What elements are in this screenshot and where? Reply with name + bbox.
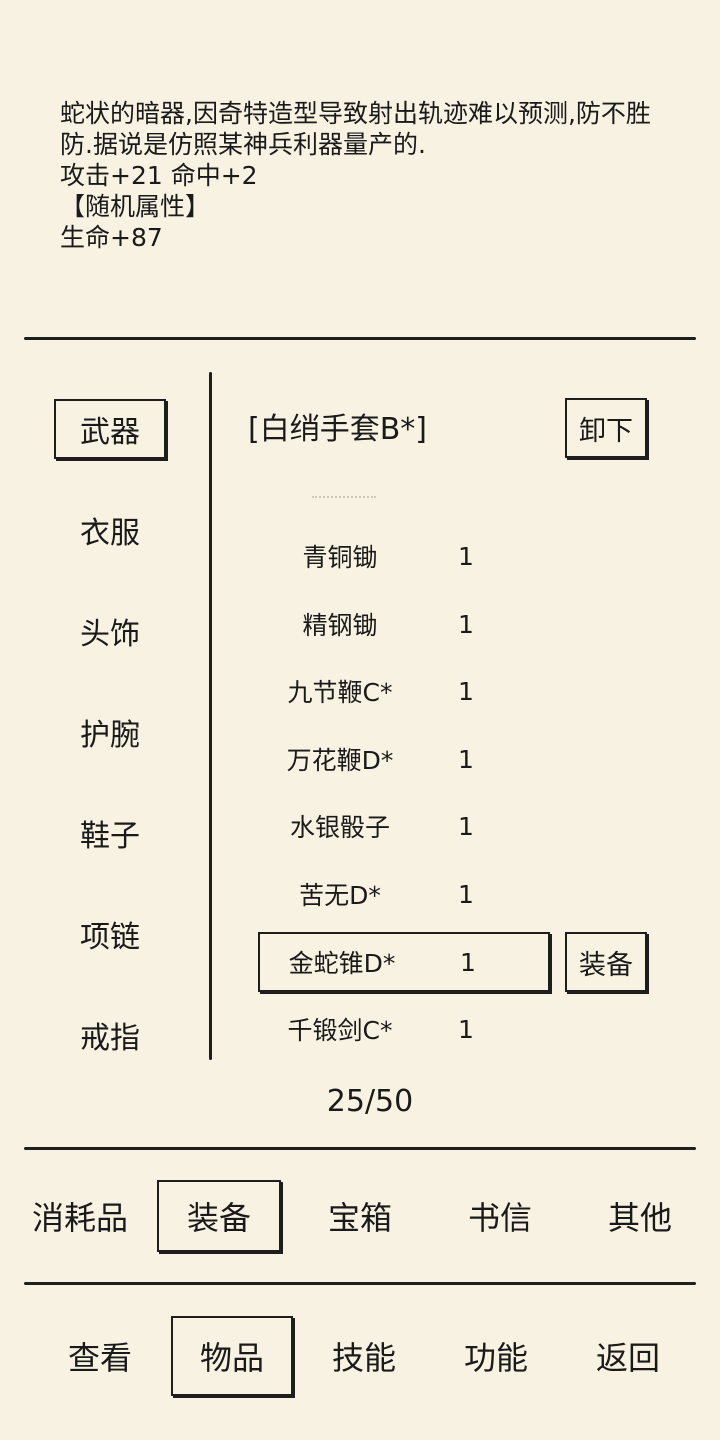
nav-items[interactable]: 物品 <box>171 1316 293 1396</box>
nav-skills[interactable]: 技能 <box>331 1339 396 1377</box>
category-bracer[interactable]: 护腕 <box>80 718 140 753</box>
item-count: 1 <box>458 744 474 774</box>
page-indicator: 25/50 <box>326 1084 414 1119</box>
category-ring[interactable]: 戒指 <box>80 1021 140 1056</box>
list-scroll-hint <box>312 496 376 500</box>
list-item[interactable]: 九节鞭C* 1 <box>258 661 550 721</box>
list-item[interactable]: 青铜锄 1 <box>258 526 550 586</box>
item-count: 1 <box>458 811 474 841</box>
item-count: 1 <box>458 676 474 706</box>
description-line: 【随机属性】 <box>60 192 211 221</box>
unequip-button[interactable]: 卸下 <box>565 398 647 458</box>
list-item[interactable]: 千锻剑C* 1 <box>258 999 550 1059</box>
category-headwear[interactable]: 头饰 <box>80 617 140 652</box>
category-necklace[interactable]: 项链 <box>80 920 140 955</box>
list-item-selected[interactable]: 金蛇锥D* 1 <box>258 932 550 992</box>
item-name: 水银骰子 <box>289 813 390 842</box>
item-name: 苦无D* <box>299 881 381 910</box>
description-line: 生命+87 <box>60 223 163 252</box>
category-weapon[interactable]: 武器 <box>54 399 166 459</box>
list-item[interactable]: 精钢锄 1 <box>258 594 550 654</box>
item-count: 1 <box>460 947 476 977</box>
list-item[interactable]: 万花鞭D* 1 <box>258 729 550 789</box>
list-item[interactable]: 苦无D* 1 <box>258 864 550 924</box>
tab-letters[interactable]: 书信 <box>467 1199 532 1237</box>
category-clothes[interactable]: 衣服 <box>80 516 140 551</box>
list-item[interactable]: 水银骰子 1 <box>258 796 550 856</box>
nav-view[interactable]: 查看 <box>67 1339 132 1377</box>
divider-top <box>24 337 696 340</box>
divider-vertical <box>209 372 212 1060</box>
description-line: 防.据说是仿照某神兵利器量产的. <box>60 130 426 159</box>
item-name: 金蛇锥D* <box>288 949 396 978</box>
tab-consumables[interactable]: 消耗品 <box>31 1199 128 1237</box>
item-count: 1 <box>458 1014 474 1044</box>
item-name: 青铜锄 <box>302 543 378 572</box>
divider-nav-top <box>24 1282 696 1285</box>
tab-equipment[interactable]: 装备 <box>157 1180 281 1252</box>
item-description: 蛇状的暗器,因奇特造型导致射出轨迹难以预测,防不胜 防.据说是仿照某神兵利器量产… <box>60 98 680 253</box>
item-name: 万花鞭D* <box>286 746 394 775</box>
item-count: 1 <box>458 541 474 571</box>
nav-back[interactable]: 返回 <box>595 1339 660 1377</box>
item-count: 1 <box>458 609 474 639</box>
equip-button[interactable]: 装备 <box>565 932 647 992</box>
divider-tabs-top <box>24 1147 696 1150</box>
nav-functions[interactable]: 功能 <box>463 1339 528 1377</box>
item-count: 1 <box>458 879 474 909</box>
item-name: 九节鞭C* <box>287 678 393 707</box>
category-shoes[interactable]: 鞋子 <box>80 819 140 854</box>
tab-other[interactable]: 其他 <box>607 1199 672 1237</box>
equipped-item-name: [白绡手套B*] <box>248 412 427 447</box>
item-name: 精钢锄 <box>302 611 378 640</box>
description-line: 攻击+21 命中+2 <box>60 161 258 190</box>
description-line: 蛇状的暗器,因奇特造型导致射出轨迹难以预测,防不胜 <box>60 99 651 128</box>
tab-chests[interactable]: 宝箱 <box>327 1199 392 1237</box>
item-name: 千锻剑C* <box>287 1016 393 1045</box>
